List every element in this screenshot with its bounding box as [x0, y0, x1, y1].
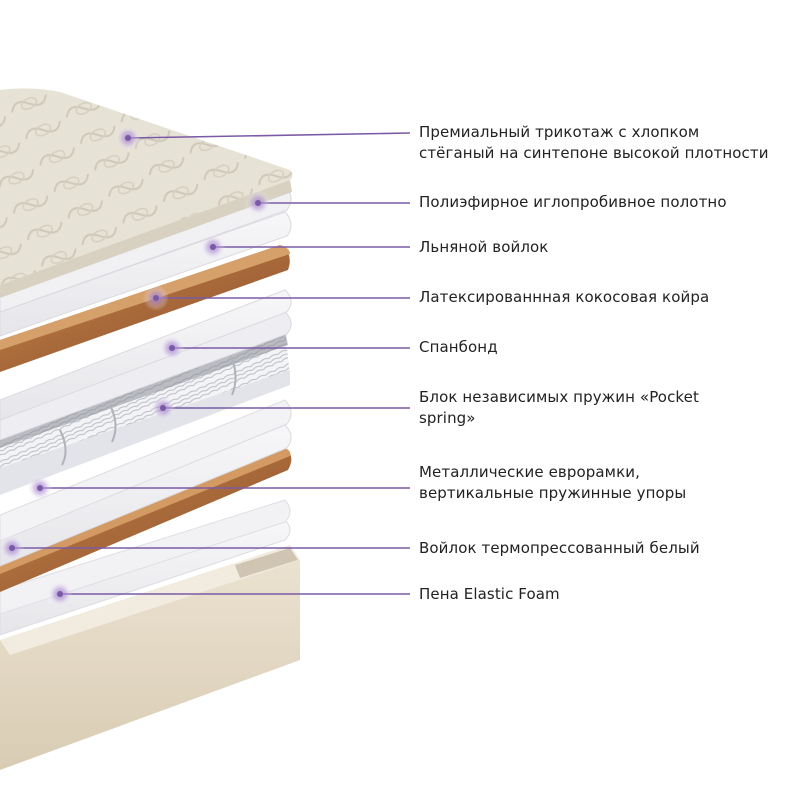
quilted-top-layer: [0, 88, 293, 298]
pointer-dot-core: [153, 295, 159, 301]
pointer-lines: [0, 125, 411, 607]
layer-label: Латексированнная кокосовая койра: [419, 288, 710, 306]
white-felt-layer-lower-2: [0, 499, 291, 615]
layer-label: Полиэфирное иглопробивное полотно: [419, 193, 727, 211]
pointer-dot-core: [169, 345, 175, 351]
pointer-dot-core: [160, 405, 166, 411]
layer-label: Металлические еврорамки, вертикальные пр…: [419, 463, 687, 502]
pointer-dot-core: [37, 485, 43, 491]
white-layer-under-coir: [0, 289, 292, 421]
pointer-dot-core: [125, 135, 131, 141]
coir-layer-lower: [0, 448, 292, 592]
pointer-line: [127, 132, 411, 139]
layer-label: Спанбонд: [419, 338, 498, 356]
pointer-dot-core: [57, 591, 63, 597]
elastic-foam-block: [0, 545, 300, 770]
layer-label: Премиальный трикотаж с хлопком стёганый …: [419, 123, 769, 162]
layer-label: Пена Elastic Foam: [419, 585, 560, 603]
pointer-dot-core: [210, 244, 216, 250]
white-felt-layer-mid-2: [0, 399, 292, 542]
layer-label: Блок независимых пружин «Pocket spring»: [419, 388, 699, 427]
white-felt-layer-mid: [0, 424, 292, 567]
layer-label: Войлок термопрессованный белый: [419, 539, 700, 557]
pointer-dot-core: [255, 200, 261, 206]
layer-label: Льняной войлок: [419, 238, 549, 256]
pointer-dot-core: [9, 545, 15, 551]
